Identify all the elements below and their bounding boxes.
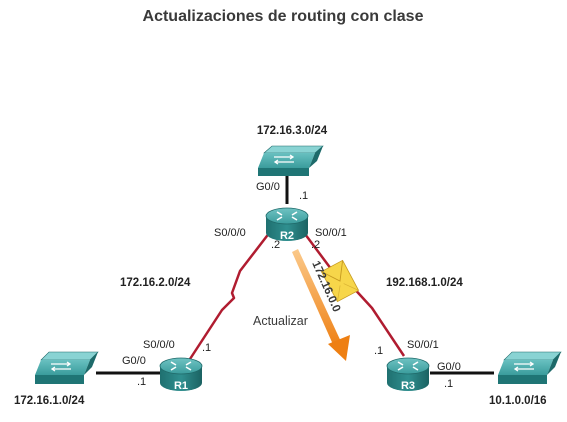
- router-icon: R1: [159, 357, 203, 392]
- router-r1-label: R1: [174, 380, 188, 392]
- r3-s001-host: .1: [374, 345, 383, 357]
- router-icon: R2: [265, 207, 309, 242]
- r3-g00-host: .1: [444, 378, 453, 390]
- switch-icon: [258, 145, 324, 176]
- r2-s000-label: S0/0/0: [214, 227, 246, 239]
- switch-icon: [35, 351, 99, 384]
- network-r2-r3: 192.168.1.0/24: [386, 277, 463, 289]
- r2-r3-serial-link: [303, 233, 406, 357]
- r3-g00-label: G0/0: [437, 361, 461, 373]
- router-r3-label: R3: [401, 380, 415, 392]
- r1-g00-label: G0/0: [122, 355, 146, 367]
- envelope-icon: [320, 259, 360, 303]
- r3-s001-label: S0/0/1: [407, 339, 439, 351]
- r1-r2-serial-link: [188, 231, 271, 360]
- network-r1-lan: 172.16.1.0/24: [14, 395, 85, 407]
- r2-g00-host: .1: [299, 190, 308, 202]
- router-r2-label: R2: [280, 230, 294, 242]
- switch-icon: [498, 351, 562, 384]
- network-r3-lan: 10.1.0.0/16: [489, 395, 547, 407]
- diagram-title: Actualizaciones de routing con clase: [143, 8, 424, 25]
- r2-s001-host: .2: [311, 239, 320, 251]
- router-icon: R3: [386, 357, 430, 392]
- update-label: Actualizar: [253, 314, 308, 328]
- r2-s001-label: S0/0/1: [315, 227, 347, 239]
- network-r1-r2: 172.16.2.0/24: [120, 277, 191, 289]
- network-r2-lan: 172.16.3.0/24: [257, 125, 328, 137]
- r1-s000-label: S0/0/0: [143, 339, 175, 351]
- r2-g00-label: G0/0: [256, 181, 280, 193]
- r1-s000-host: .1: [202, 342, 211, 354]
- r1-g00-host: .1: [137, 376, 146, 388]
- r2-s000-host: .2: [271, 239, 280, 251]
- update-arrow-icon: [292, 249, 350, 361]
